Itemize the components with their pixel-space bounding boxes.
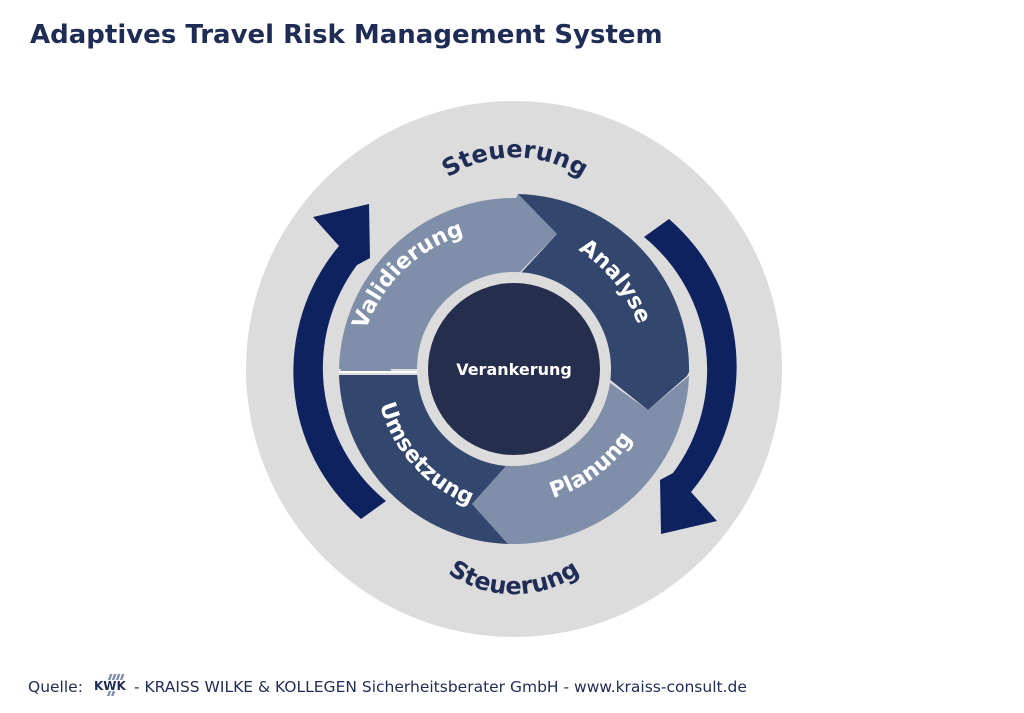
source-prefix: Quelle: [28, 678, 83, 696]
right-cycle-arrow [644, 219, 737, 534]
kwk-logo: KWK [93, 674, 131, 700]
segment-umsetzung [339, 375, 508, 544]
source-footer: Quelle: KWK - KRAISS WILKE & KOLLEGEN Si… [28, 674, 747, 700]
page-title: Adaptives Travel Risk Management System [30, 20, 663, 50]
kwk-logo-icon: KWK [94, 674, 127, 696]
segment-validierung-tail [339, 332, 392, 372]
center-label: Verankerung [456, 360, 572, 379]
source-text: - KRAISS WILKE & KOLLEGEN Sicherheitsber… [133, 678, 747, 696]
segment-analyse [518, 194, 690, 410]
segment-validierung [339, 194, 557, 369]
kwk-logo-text: KWK [94, 679, 127, 693]
segment-planung [472, 376, 689, 545]
left-cycle-arrow [293, 204, 386, 519]
center-circle [428, 283, 600, 455]
